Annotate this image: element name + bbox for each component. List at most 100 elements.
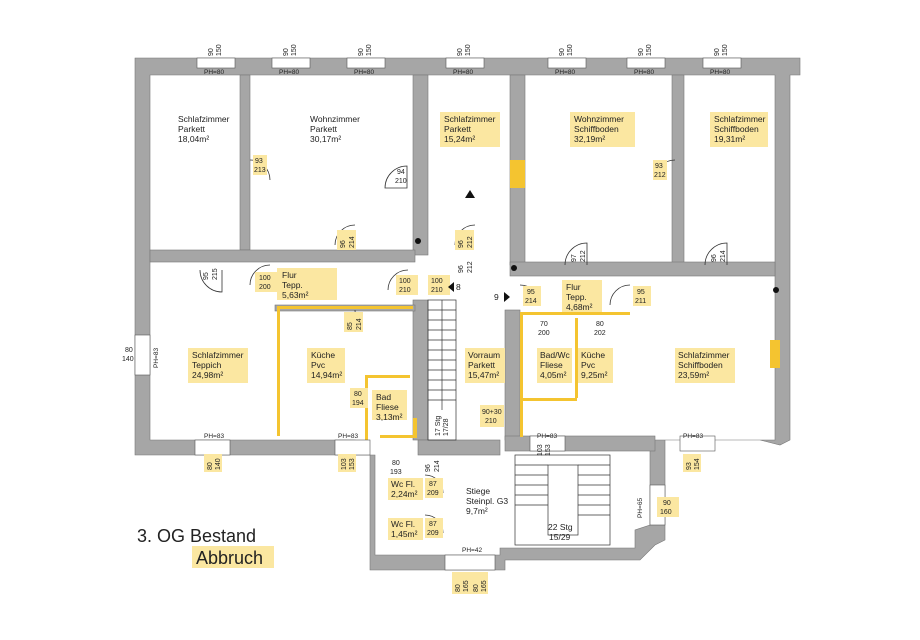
room-area: 14,94m²	[311, 370, 342, 380]
door-dim-bottom: 213	[254, 167, 266, 174]
room-name: Vorraum	[468, 350, 500, 360]
door-dim-top: 96	[425, 464, 432, 472]
room-floor: Teppich	[192, 360, 222, 370]
window-dim-top: 80	[473, 584, 480, 592]
window-dim-bottom: 165	[463, 580, 470, 592]
room-floor: Parkett	[444, 124, 472, 134]
ph-label: PH=42	[462, 547, 482, 554]
room-floor: Schiffboden	[678, 360, 723, 370]
column-marker	[511, 265, 517, 271]
marker-label: 9	[494, 292, 499, 302]
window-dim-bottom: 150	[567, 44, 574, 56]
room-area: 19,31m²	[714, 134, 745, 144]
marker-8-arrow	[448, 282, 454, 292]
room-name: Schlafzimmer	[678, 350, 730, 360]
room-floor: Parkett	[468, 360, 496, 370]
window-dim-top: 93	[686, 462, 693, 470]
ph-label: PH=80	[354, 69, 374, 76]
window-dim-bottom: 150	[646, 44, 653, 56]
door-dim-top: 96	[458, 265, 465, 273]
stair-ratio: 17/28	[443, 418, 450, 436]
window-dimensions: 90 150 90 150 90 150 90 150 90 150 90 15…	[122, 44, 729, 594]
door-dim-top: 94	[397, 169, 405, 176]
room-floor: Tepp.	[282, 280, 303, 290]
room-name: Schlafzimmer	[714, 114, 766, 124]
ph-label: PH=80	[710, 69, 730, 76]
door-dim-top: 85	[347, 322, 354, 330]
window-dim-bottom: 153	[545, 444, 552, 456]
door-dim-bottom: 214	[525, 298, 537, 305]
room-area: 15,24m²	[444, 134, 475, 144]
stair-17	[427, 299, 457, 441]
window-dim-bottom: 150	[722, 44, 729, 56]
door-dim-bottom: 210	[431, 287, 443, 294]
room-name: Bad	[376, 392, 391, 402]
door-dim-bottom: 200	[259, 284, 271, 291]
door-dim-top: 100	[259, 275, 271, 282]
ph-label: PH=83	[153, 348, 160, 368]
section-markers: 8 9	[415, 190, 779, 302]
room-labels: Schlafzimmer Parkett 18,04m² Wohnzimmer …	[178, 114, 766, 539]
window-dim-bottom: 150	[216, 44, 223, 56]
door-dim-top: 80	[392, 460, 400, 467]
ph-label: PH=80	[453, 69, 473, 76]
room-area: 3,13m²	[376, 412, 403, 422]
room-floor: Parkett	[178, 124, 206, 134]
room-floor: Steinpl. G3	[466, 496, 508, 506]
door-dim-top: 90+30	[482, 409, 502, 416]
door-dim-bottom: 210	[399, 287, 411, 294]
stair-steps: 22 Stg	[548, 522, 573, 532]
window-dim-bottom: 153	[349, 458, 356, 470]
room-name: Stiege	[466, 486, 490, 496]
ph-label: PH=65	[637, 498, 644, 518]
window-dim-bottom: 150	[291, 44, 298, 56]
door-dim-top: 96	[711, 254, 718, 262]
door-dim-top: 87	[429, 481, 437, 488]
door-dim-top: 93	[655, 163, 663, 170]
door-dimensions: 93 213 94 210 93 212 100 200 100 210 100…	[203, 155, 727, 538]
demolition-walls	[277, 160, 780, 445]
room-area: 15,47m²	[468, 370, 499, 380]
stair-labels: 17 Stg 17/28 22 Stg 15/29	[435, 416, 573, 542]
room-area: 1,45m²	[391, 529, 418, 539]
window-dim-bottom: 160	[660, 509, 672, 516]
window-dim-bottom: 150	[366, 44, 373, 56]
room-area: 4,05m²	[540, 370, 567, 380]
room-area: 32,19m²	[574, 134, 605, 144]
stair-steps: 17 Stg	[435, 416, 442, 436]
door-dim-bottom: 193	[390, 469, 402, 476]
room-floor: Fliese	[376, 402, 399, 412]
door-dim-bottom: 215	[212, 268, 219, 280]
door-dim-bottom: 210	[485, 418, 497, 425]
room-name: Bad/Wc	[540, 350, 571, 360]
room-name: Küche	[581, 350, 605, 360]
door-dim-top: 100	[399, 278, 411, 285]
room-area: 24,98m²	[192, 370, 223, 380]
door-dim-top: 95	[203, 272, 210, 280]
room-floor: Fliese	[540, 360, 563, 370]
plan-subtitle: Abbruch	[196, 548, 263, 568]
door-dim-top: 96	[340, 240, 347, 248]
room-name: Wohnzimmer	[310, 114, 360, 124]
room-name: Schlafzimmer	[178, 114, 230, 124]
room-area: 4,68m²	[566, 302, 593, 312]
door-dim-bottom: 214	[720, 250, 727, 262]
door-dim-bottom: 212	[467, 261, 474, 273]
door-dim-bottom: 194	[352, 400, 364, 407]
door-dim-bottom: 209	[427, 530, 439, 537]
door-dim-bottom: 212	[467, 236, 474, 248]
door-dim-bottom: 212	[654, 172, 666, 179]
door-dim-bottom: 202	[594, 330, 606, 337]
window-dim-bottom: 165	[481, 580, 488, 592]
door-dim-top: 93	[255, 158, 263, 165]
room-area: 2,24m²	[391, 489, 418, 499]
ph-label: PH=83	[683, 433, 703, 440]
window-dim-top: 90	[714, 48, 721, 56]
window-dim-top: 80	[455, 584, 462, 592]
window-dim-bottom: 140	[215, 458, 222, 470]
door-dim-top: 70	[540, 321, 548, 328]
window-dim-top: 90	[358, 48, 365, 56]
north-arrow-icon	[465, 190, 475, 198]
